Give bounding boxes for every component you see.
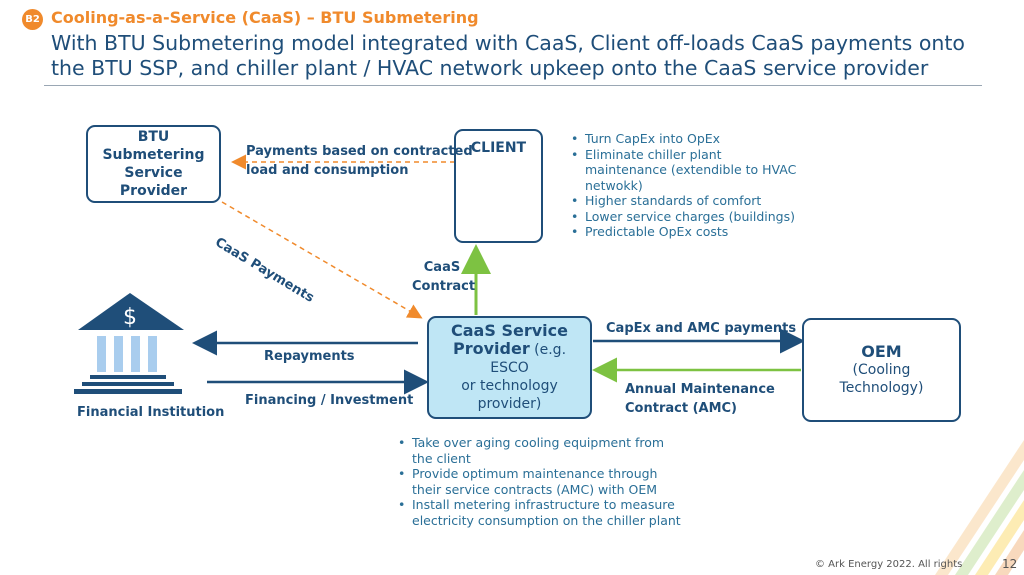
- payments-label: Payments based on contracted load and co…: [246, 142, 473, 180]
- list-item: Eliminate chiller plant maintenance (ext…: [570, 147, 800, 194]
- btu-line3: Service: [124, 165, 183, 181]
- caas-line4: or technology: [461, 378, 558, 394]
- caas-line5: provider): [477, 396, 542, 412]
- slide-headline: With BTU Submetering model integrated wi…: [51, 31, 965, 80]
- dollar-icon: $: [123, 305, 137, 330]
- oem-box: OEM (Cooling Technology): [802, 318, 961, 422]
- caas-provider-box: CaaS Service Provider (e.g. ESCO or tech…: [427, 316, 592, 419]
- amc-label-line1: Annual Maintenance: [625, 382, 775, 397]
- caas-line1: CaaS Service: [451, 321, 568, 340]
- list-item: Higher standards of comfort: [570, 193, 800, 209]
- btu-line4: Provider: [119, 183, 188, 199]
- caas-contract-line2: Contract: [412, 279, 476, 294]
- btu-line2: Submetering: [102, 147, 205, 163]
- section-title: Cooling-as-a-Service (CaaS) – BTU Submet…: [51, 8, 479, 27]
- btu-submetering-box: BTU Submetering Service Provider: [86, 125, 221, 203]
- page-number: 12: [1002, 557, 1018, 571]
- list-item: Install metering infrastructure to measu…: [397, 497, 682, 528]
- client-box: CLIENT: [454, 129, 543, 243]
- btu-line1: BTU: [137, 129, 170, 145]
- list-item: Predictable OpEx costs: [570, 224, 800, 240]
- bank-icon: [74, 293, 184, 394]
- list-item: Provide optimum maintenance through thei…: [397, 466, 682, 497]
- oem-line2: (Cooling: [852, 362, 911, 378]
- provider-benefits-list: Take over aging cooling equipment from t…: [397, 435, 682, 528]
- caas-line2: Provider (e.g.: [453, 340, 566, 359]
- payments-label-line1: Payments based on contracted: [246, 144, 473, 159]
- caas-line2-bold: Provider: [452, 339, 530, 358]
- list-item: Take over aging cooling equipment from t…: [397, 435, 682, 466]
- section-badge: B2: [22, 9, 43, 30]
- repayments-label: Repayments: [264, 349, 355, 364]
- payments-label-line2: load and consumption: [246, 163, 409, 178]
- caas-line2-rest: (e.g.: [529, 342, 567, 358]
- caas-contract-label: CaaS Contract: [412, 258, 476, 296]
- list-item: Turn CapEx into OpEx: [570, 131, 800, 147]
- caas-contract-line1: CaaS: [423, 260, 461, 275]
- financing-label: Financing / Investment: [245, 393, 414, 408]
- decorative-stripes: [935, 440, 1024, 575]
- amc-label: Annual Maintenance Contract (AMC): [625, 380, 775, 418]
- caas-payments-arrow: [221, 201, 423, 319]
- list-item: Lower service charges (buildings): [570, 209, 800, 225]
- client-title: CLIENT: [470, 140, 527, 156]
- caas-line3: ESCO: [490, 360, 529, 376]
- oem-line3: Technology): [839, 380, 924, 396]
- amc-label-line2: Contract (AMC): [625, 401, 737, 416]
- client-benefits-list: Turn CapEx into OpEx Eliminate chiller p…: [570, 131, 800, 240]
- copyright-footer: © Ark Energy 2022. All rights: [815, 559, 963, 570]
- capex-amc-label: CapEx and AMC payments: [606, 321, 797, 336]
- oem-title: OEM: [861, 342, 902, 361]
- header-divider: [44, 85, 982, 86]
- financial-institution-label: Financial Institution: [77, 405, 225, 420]
